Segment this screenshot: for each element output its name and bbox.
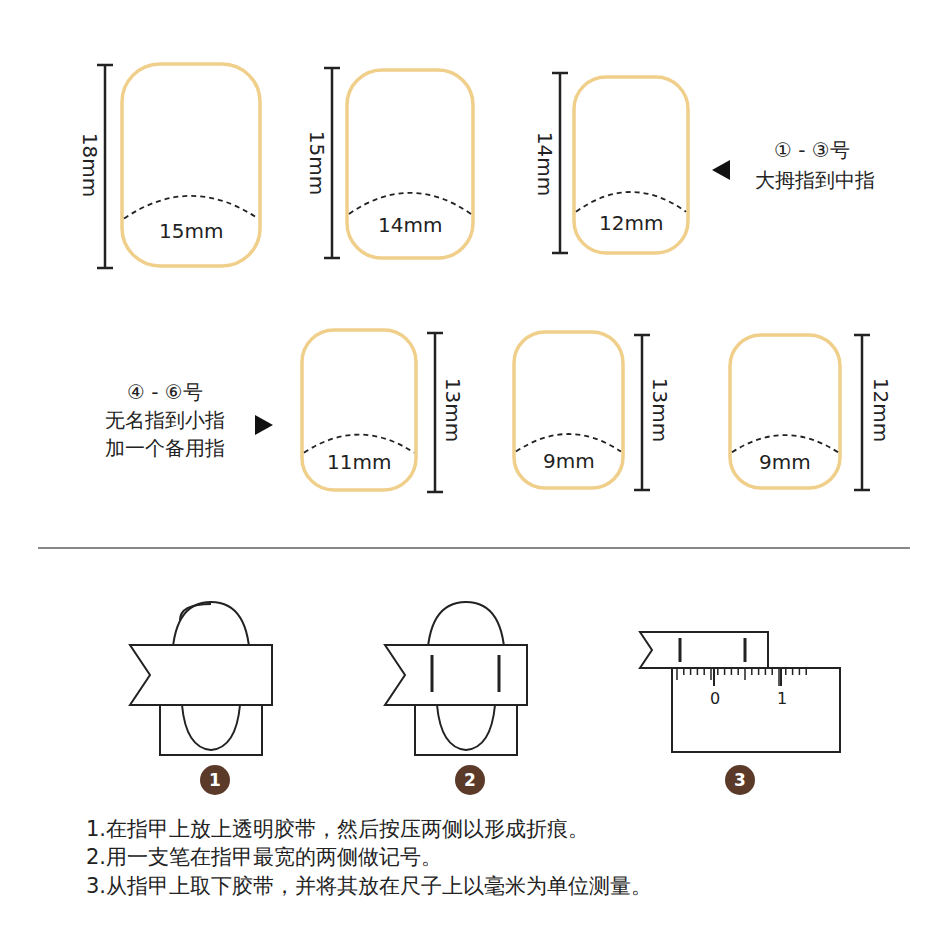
width-dimension: 9mm — [543, 449, 595, 473]
height-dimension: 13mm — [441, 378, 465, 442]
pointer-triangle — [712, 160, 730, 180]
height-dimension: 12mm — [869, 378, 893, 442]
step-number-circle: 2 — [455, 765, 485, 795]
width-dimension: 11mm — [327, 450, 391, 474]
step-number-circle: 3 — [725, 765, 755, 795]
nail-shape: 9mm — [512, 330, 625, 490]
width-dimension: 15mm — [159, 219, 223, 243]
nail-shape: 14mm — [345, 68, 475, 260]
step-3-drawing — [640, 632, 840, 752]
ruler-number: 1 — [776, 689, 788, 708]
nail-shape: 12mm — [572, 75, 690, 255]
height-dimension: 13mm — [648, 378, 672, 442]
nail-shape: 15mm — [120, 62, 262, 268]
height-dimension: 18mm — [78, 133, 102, 197]
step-1-drawing — [130, 602, 272, 755]
instruction: 2.用一支笔在指甲最宽的两侧做记号。 — [86, 845, 442, 870]
height-dimension: 15mm — [305, 131, 329, 195]
height-dimension: 14mm — [533, 132, 557, 196]
width-dimension: 14mm — [378, 213, 442, 237]
finger-note: 大拇指到中指 — [755, 168, 875, 192]
finger-note: 无名指到小指 — [105, 408, 225, 432]
nail-shape: 9mm — [728, 333, 842, 490]
step-number: 1 — [209, 770, 221, 790]
size-range: ① - ③号 — [774, 138, 850, 162]
separator-line — [38, 547, 910, 549]
step-number: 3 — [734, 770, 746, 790]
width-dimension: 9mm — [759, 450, 811, 474]
width-dimension: 12mm — [599, 211, 663, 235]
step-number-circle: 1 — [200, 765, 230, 795]
instruction: 3.从指甲上取下胶带，并将其放在尺子上以毫米为单位测量。 — [86, 874, 652, 899]
nail-shape: 11mm — [300, 328, 418, 492]
ruler-number: 0 — [709, 689, 721, 708]
dimension-brackets — [97, 65, 870, 492]
step-number: 2 — [464, 770, 476, 790]
pointer-triangle — [255, 415, 273, 435]
finger-note: 加一个备用指 — [105, 436, 225, 460]
step-2-drawing — [385, 602, 527, 755]
instruction: 1.在指甲上放上透明胶带，然后按压两侧以形成折痕。 — [86, 817, 589, 842]
size-range: ④ - ⑥号 — [127, 380, 203, 404]
